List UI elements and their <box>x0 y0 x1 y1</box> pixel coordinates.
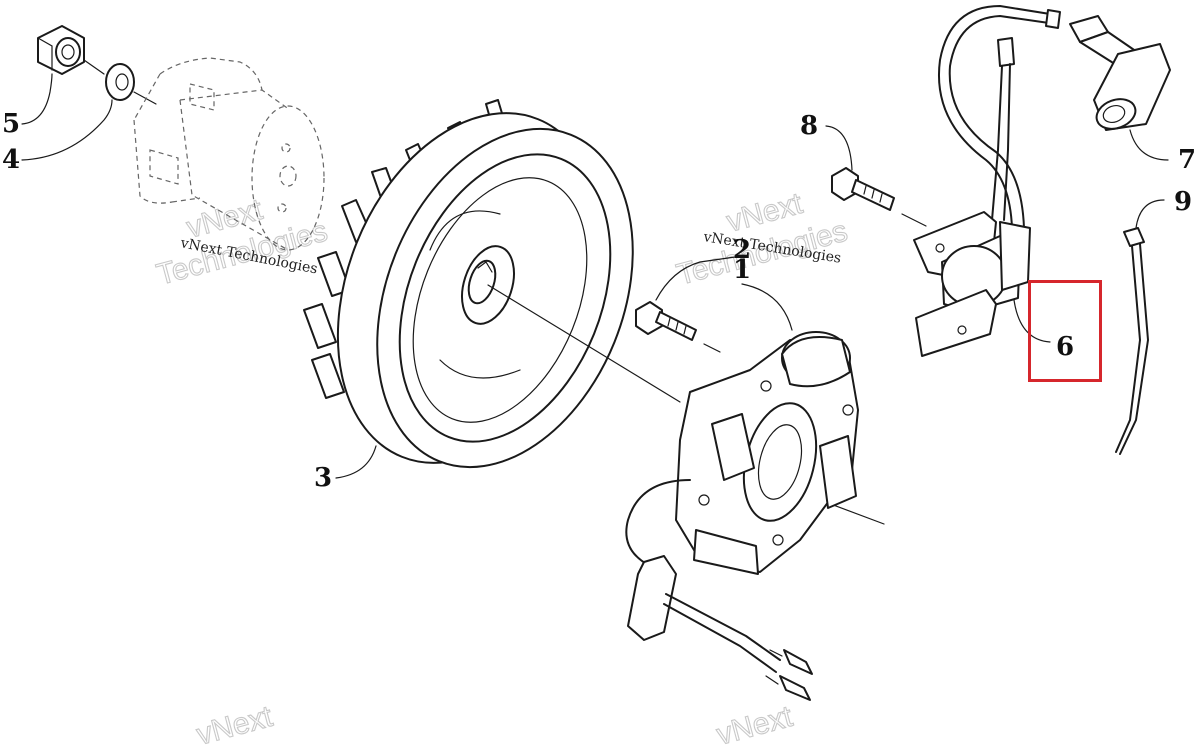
leader-lines <box>21 73 1169 479</box>
part-7-spark-plug-cap <box>1069 15 1171 131</box>
callout-9: 9 <box>1174 187 1192 217</box>
part-2-bolt <box>635 301 721 353</box>
watermark-text: vNext <box>713 700 796 748</box>
part-5-nut <box>37 25 85 75</box>
watermark-text: vNext <box>193 700 276 748</box>
part-4-washer <box>105 63 135 101</box>
callout-4: 4 <box>2 145 20 175</box>
callout-6: 6 <box>1056 332 1074 362</box>
watermark-group: vNext Technologies vNext Technologies vN… <box>153 186 852 748</box>
callout-2: 2 <box>733 235 751 265</box>
part-6-ignition-coil <box>913 5 1061 357</box>
callout-7: 7 <box>1178 145 1196 175</box>
callout-5: 5 <box>2 109 20 139</box>
part-3-flywheel <box>303 99 634 469</box>
callout-highlight-box <box>1028 280 1102 382</box>
part-1-stator <box>625 331 859 701</box>
callout-8: 8 <box>800 111 818 141</box>
callout-3: 3 <box>314 463 332 493</box>
part-9-cable-tie <box>1115 227 1149 455</box>
callout-1: 1 <box>733 255 751 285</box>
part-8-bolt <box>831 167 927 227</box>
crankshaft-reference <box>133 57 325 251</box>
